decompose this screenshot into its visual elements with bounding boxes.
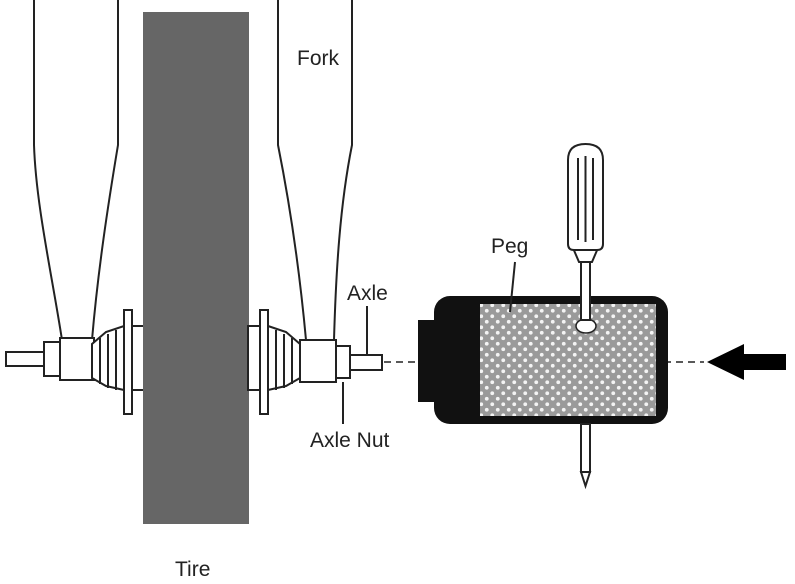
peg-leader-line (509, 261, 516, 313)
left-dropout (59, 337, 95, 381)
right-axle-assembly (247, 309, 383, 415)
right-hub-flange (259, 309, 269, 415)
axle-label: Axle (347, 282, 388, 305)
peg-hole (575, 318, 597, 334)
screwdriver-tip (580, 423, 591, 473)
axle-nut-label: Axle Nut (310, 429, 390, 452)
arrow-left-icon (707, 344, 786, 380)
fork-left-leg (33, 0, 119, 341)
right-axle-nut (335, 345, 351, 379)
left-axle-assembly (5, 309, 145, 415)
screwdriver-shaft (580, 257, 591, 321)
right-dropout (299, 339, 337, 383)
tire-label: Tire (175, 558, 210, 581)
fork-label: Fork (297, 47, 340, 70)
screwdriver-icon (567, 142, 604, 490)
peg-grip (480, 304, 656, 416)
right-axle-end (349, 354, 383, 371)
peg (418, 296, 668, 424)
peg-label: Peg (491, 235, 528, 258)
tire (143, 12, 249, 524)
left-hub-flange (123, 309, 133, 415)
